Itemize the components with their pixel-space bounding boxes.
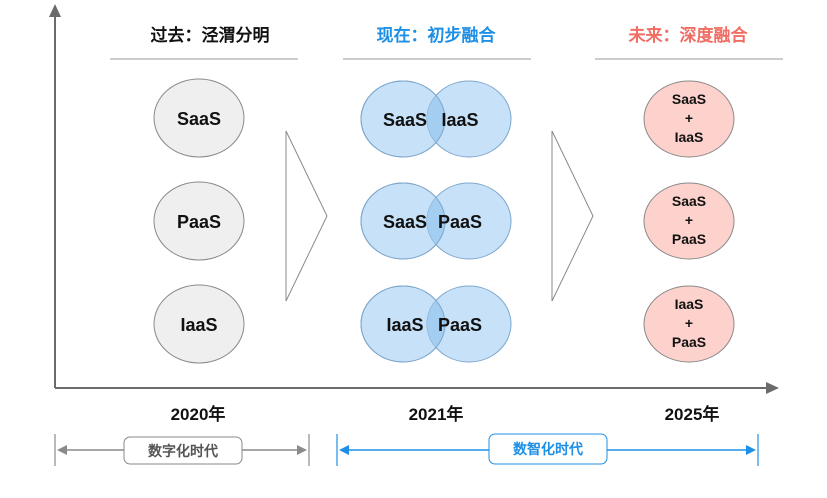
future-label-top: IaaS	[675, 296, 704, 312]
future-title: 未来：深度融合	[628, 25, 749, 45]
present-label-right: PaaS	[438, 212, 482, 232]
arrow-right-icon	[746, 445, 756, 455]
past-circle-saas	[153, 78, 245, 158]
present-label-right: IaaS	[441, 110, 478, 130]
present-label-left: IaaS	[386, 315, 423, 335]
present-circle-outline	[360, 80, 446, 158]
past-column: SaaS PaaS IaaS	[153, 78, 245, 364]
era-digital: 数字化时代	[54, 434, 310, 466]
future-label-plus: +	[685, 110, 693, 126]
present-circle-outline	[360, 182, 446, 260]
past-circle-iaas	[153, 284, 245, 364]
future-label-plus: +	[685, 212, 693, 228]
era-badge	[123, 436, 243, 465]
present-title: 现在：初步融合	[377, 25, 497, 45]
present-label-left: SaaS	[383, 212, 427, 232]
future-column: SaaS + IaaS SaaS + PaaS IaaS + PaaS	[643, 80, 735, 363]
future-circle	[643, 285, 735, 363]
y-axis-arrow-icon	[49, 4, 61, 17]
future-label-bottom: IaaS	[675, 129, 704, 145]
arrow-left-icon	[57, 445, 67, 455]
future-label-bottom: PaaS	[672, 334, 706, 350]
era-intelligent-label: 数智化时代	[513, 441, 583, 457]
chevron-right-icon	[551, 130, 594, 302]
present-circle-outline	[360, 285, 446, 363]
year-label: 2021年	[409, 404, 464, 424]
year-label: 2025年	[665, 404, 720, 424]
arrow-left-icon	[339, 445, 349, 455]
past-label-iaas: IaaS	[180, 315, 217, 335]
x-axis-arrow-icon	[766, 382, 779, 394]
past-label-paas: PaaS	[177, 212, 221, 232]
era-intelligent: 数智化时代	[336, 433, 759, 466]
past-label-saas: SaaS	[177, 109, 221, 129]
chevron-right-icon	[285, 130, 328, 302]
present-label-left: SaaS	[383, 110, 427, 130]
future-circle	[643, 80, 735, 158]
future-label-top: SaaS	[672, 193, 706, 209]
future-label-top: SaaS	[672, 91, 706, 107]
arrow-right-icon	[297, 445, 307, 455]
future-circle	[643, 182, 735, 260]
past-title: 过去：泾渭分明	[151, 25, 270, 45]
present-label-right: PaaS	[438, 315, 482, 335]
future-label-bottom: PaaS	[672, 231, 706, 247]
axes	[49, 4, 779, 394]
era-digital-label: 数字化时代	[148, 443, 218, 459]
era-badge	[488, 433, 608, 465]
present-column: SaaS IaaS SaaS PaaS IaaS PaaS	[360, 80, 512, 363]
past-circle-paas	[153, 181, 245, 261]
future-label-plus: +	[685, 315, 693, 331]
year-label: 2020年	[171, 404, 226, 424]
